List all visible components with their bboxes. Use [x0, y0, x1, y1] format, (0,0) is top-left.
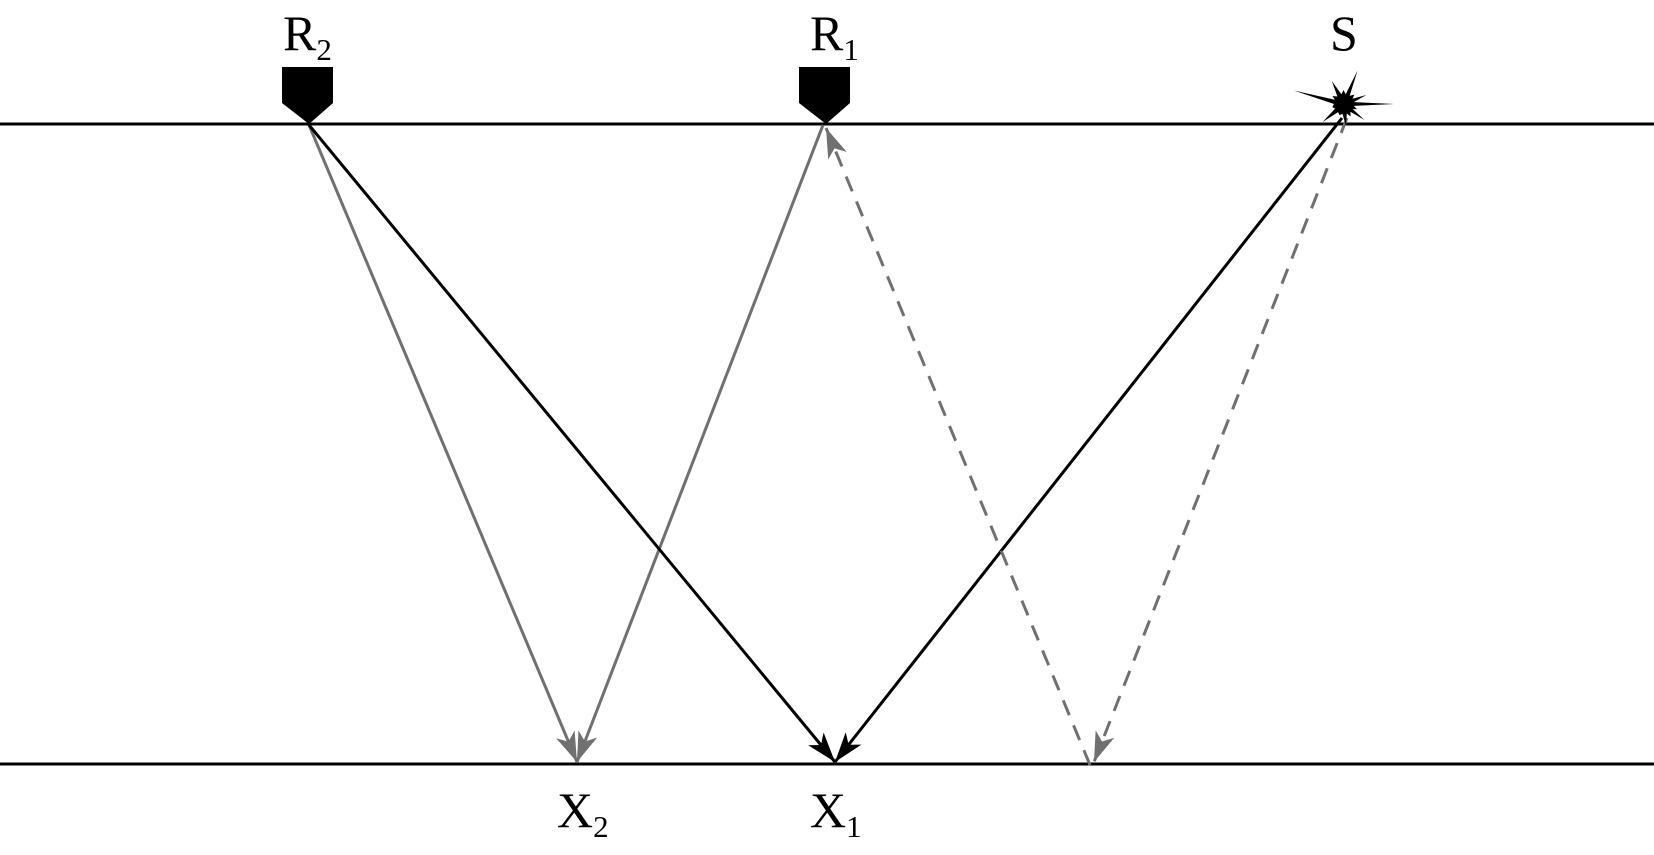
label-x1: X1	[810, 782, 862, 844]
ray-reflector-to-r1-dashed	[824, 127, 1092, 766]
label-x2: X2	[557, 782, 609, 844]
label-r1: R1	[810, 5, 859, 67]
source-burst-icon	[1293, 70, 1394, 126]
ray-s-to-reflector-dashed	[1092, 117, 1349, 763]
label-r2: R2	[283, 5, 332, 67]
ray-r2-to-x2	[307, 124, 579, 763]
receiver-marker-icon	[282, 67, 333, 124]
ray-r1-to-x2	[575, 124, 825, 763]
label-s: S	[1330, 5, 1358, 61]
ray-s-to-x1	[833, 117, 1344, 763]
ray-r2-to-x1	[307, 124, 837, 763]
receiver-marker-icon	[799, 67, 850, 124]
